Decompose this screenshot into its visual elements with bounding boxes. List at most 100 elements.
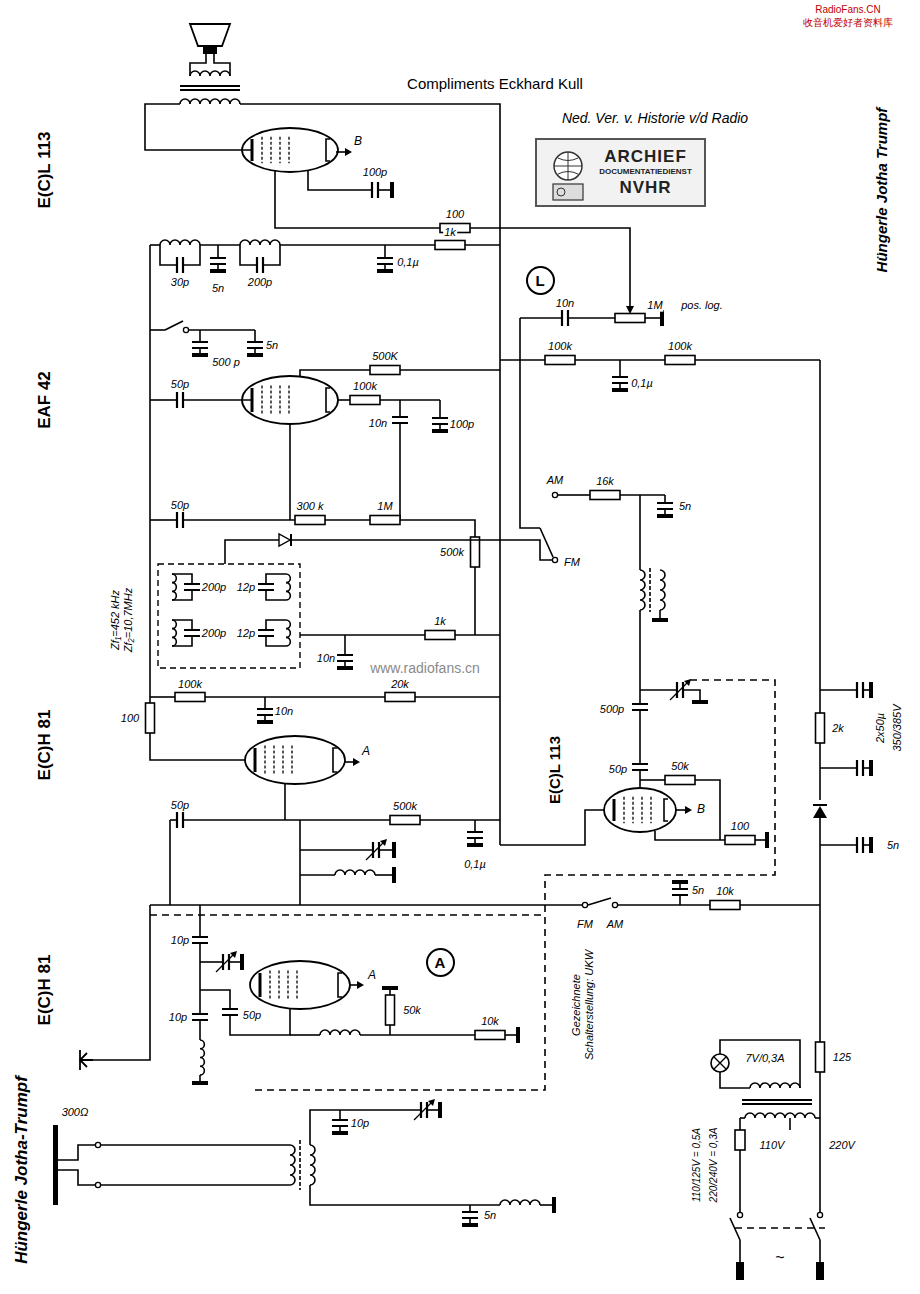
tube-envelope — [604, 788, 676, 832]
capacitor-symbol — [562, 310, 568, 326]
wire — [150, 329, 165, 331]
diode-symbol — [279, 534, 290, 546]
value-label: 100k — [667, 340, 693, 353]
value-label: 1k — [433, 615, 447, 628]
wire — [93, 905, 150, 1060]
wire — [217, 245, 219, 258]
archive-stamp: ARCHIEFDOCUMENTATIEDIENSTNVHR — [535, 138, 706, 207]
heater-arrow — [357, 981, 364, 989]
wire — [739, 1118, 741, 1130]
wire — [755, 839, 765, 841]
wire — [819, 818, 821, 1042]
resistor-symbol — [386, 995, 395, 1025]
capacitor-symbol — [432, 418, 448, 424]
wire — [465, 244, 500, 246]
globe-icon — [554, 152, 582, 180]
coil-symbol — [172, 620, 176, 646]
wire — [379, 849, 392, 851]
capacitor-symbol — [372, 182, 378, 198]
wire — [150, 399, 177, 401]
ground-symbol — [462, 1223, 478, 1227]
capacitor-symbol — [257, 257, 263, 273]
capacitor-symbol — [632, 764, 648, 770]
gang-dashed-line — [150, 914, 545, 916]
heater-arrow — [685, 806, 692, 814]
value-label: 50p — [170, 499, 190, 512]
wire — [520, 317, 562, 319]
value-label: 220V — [828, 1139, 856, 1152]
wire — [199, 330, 201, 342]
wire — [470, 228, 630, 306]
ground-symbol — [652, 618, 668, 622]
resistor-symbol — [816, 713, 825, 743]
wire — [200, 961, 223, 963]
wire — [399, 400, 401, 417]
tube-anode — [259, 973, 262, 997]
ground-symbol — [192, 353, 208, 357]
coil-symbol — [640, 570, 645, 610]
wire — [229, 961, 240, 963]
wire — [588, 898, 611, 905]
tube-grid — [261, 137, 262, 163]
trimmer-arrow-head — [428, 1099, 435, 1106]
value-label: 16k — [595, 475, 615, 488]
wire — [338, 399, 350, 401]
wire — [284, 784, 286, 820]
wire — [739, 1150, 741, 1215]
wire — [820, 767, 857, 769]
value-label: 1k — [443, 226, 457, 239]
wire — [618, 904, 710, 906]
coil-symbol — [500, 1200, 540, 1205]
resistor-symbol — [385, 693, 415, 702]
value-label: Zf₁=452 kHz Zf₂=10,7MHz — [109, 575, 134, 665]
value-label: 10k — [480, 1015, 500, 1028]
value-label: 2x50µ — [874, 712, 887, 744]
wire — [339, 1110, 341, 1120]
tube-cathode — [664, 799, 668, 821]
tube-envelope — [245, 736, 345, 784]
transformer-core — [180, 86, 240, 90]
tube-type: Hüngerle Jotha Trumpf — [873, 107, 890, 274]
globe-lines — [554, 152, 582, 180]
coil-symbol — [190, 71, 230, 76]
capacitor-symbol — [672, 889, 688, 895]
resistor-symbol — [175, 693, 205, 702]
value-label: 30p — [170, 276, 190, 289]
node-text: L — [535, 273, 544, 288]
coil-symbol — [200, 1040, 204, 1075]
value-label: 5n — [678, 500, 692, 513]
resistor-symbol — [816, 1042, 825, 1072]
wire — [455, 634, 500, 636]
wire — [695, 780, 720, 840]
tube-grid — [287, 971, 288, 1000]
coil-core — [649, 568, 651, 612]
value-label: 500k — [439, 546, 465, 559]
value-label: 10n — [274, 705, 294, 718]
coil-symbol — [286, 574, 290, 600]
ground-symbol — [192, 1081, 208, 1085]
wire — [639, 710, 641, 764]
value-label: 1M — [646, 299, 663, 312]
capacitor-symbol — [377, 258, 393, 264]
transformer-core — [742, 1100, 812, 1104]
diode-symbol — [813, 806, 827, 818]
value-label: 110/125V = 0,5A — [691, 1127, 703, 1203]
capacitor-symbol — [210, 258, 226, 264]
wire — [640, 779, 665, 781]
wire — [695, 359, 820, 361]
wire — [300, 874, 335, 876]
tube-grid — [641, 797, 642, 823]
wire — [375, 874, 392, 876]
coil-symbol — [172, 574, 176, 600]
value-label: 110V — [759, 1139, 786, 1152]
tube-grid — [279, 386, 280, 415]
wire — [165, 321, 183, 330]
tube-type: E(C)H 81 — [35, 709, 55, 782]
value-label: 20k — [390, 678, 410, 691]
ground-symbol — [657, 514, 673, 518]
tube-grid — [264, 746, 265, 775]
wire — [720, 1072, 750, 1088]
value-label: Ned. Ver. v. Historie v/d Radio — [561, 110, 749, 126]
capacitor-symbol — [177, 392, 183, 408]
callout-circle: L — [526, 266, 555, 295]
